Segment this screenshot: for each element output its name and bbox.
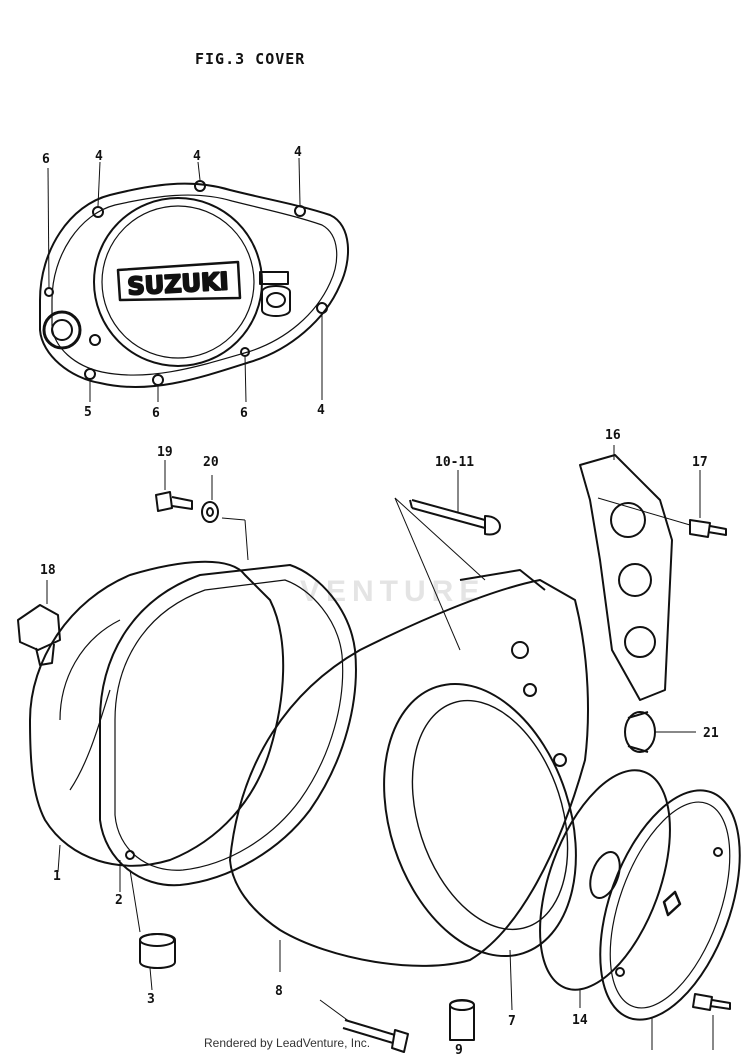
callout-19: 19	[157, 445, 173, 460]
watermark: VENTURE	[300, 575, 486, 608]
screw-10-11	[394, 470, 501, 651]
callout-6: 6	[152, 406, 160, 421]
outer-plate	[599, 789, 741, 1050]
callout-9: 9	[455, 1043, 463, 1056]
callout-7: 7	[508, 1014, 516, 1029]
callout-5: 5	[84, 405, 92, 420]
callout-20: 20	[203, 455, 219, 470]
washer-20	[201, 475, 249, 561]
pin-9	[449, 999, 475, 1041]
assembled-cover: SUZUKI	[39, 157, 349, 403]
callout-17: 17	[692, 455, 708, 470]
callout-1: 1	[53, 869, 61, 884]
bolt-lower	[319, 999, 409, 1053]
callout-16: 16	[605, 428, 621, 443]
callout-14: 14	[572, 1013, 588, 1028]
cap-21	[624, 711, 696, 753]
clutch-cover-7	[229, 569, 589, 1011]
callout-21: 21	[703, 726, 719, 741]
callout-3: 3	[147, 992, 155, 1007]
callout-18: 18	[40, 563, 56, 578]
callout-2: 2	[115, 893, 123, 908]
figure-title: FIG.3 COVER	[195, 50, 306, 68]
callout-6: 6	[240, 406, 248, 421]
plate-16	[579, 445, 673, 701]
suzuki-logo: SUZUKI	[127, 267, 230, 300]
footer-credit: Rendered by LeadVenture, Inc.	[204, 1036, 371, 1050]
bolt-19	[155, 460, 193, 512]
screw-17	[597, 470, 727, 538]
gasket-14	[539, 769, 671, 1008]
callout-8: 8	[275, 984, 283, 999]
callout-6: 6	[42, 152, 50, 167]
oil-plug-18	[17, 580, 61, 666]
callout-4: 4	[317, 403, 325, 418]
screw-right-lower	[692, 993, 731, 1050]
gasket-2	[99, 564, 357, 892]
callout-4: 4	[294, 145, 302, 160]
dowel-pin-3	[129, 869, 176, 991]
callout-10-11: 10-11	[435, 455, 474, 470]
callout-4: 4	[193, 149, 201, 164]
crankcase-cover-1	[29, 560, 285, 873]
callout-4: 4	[95, 149, 103, 164]
